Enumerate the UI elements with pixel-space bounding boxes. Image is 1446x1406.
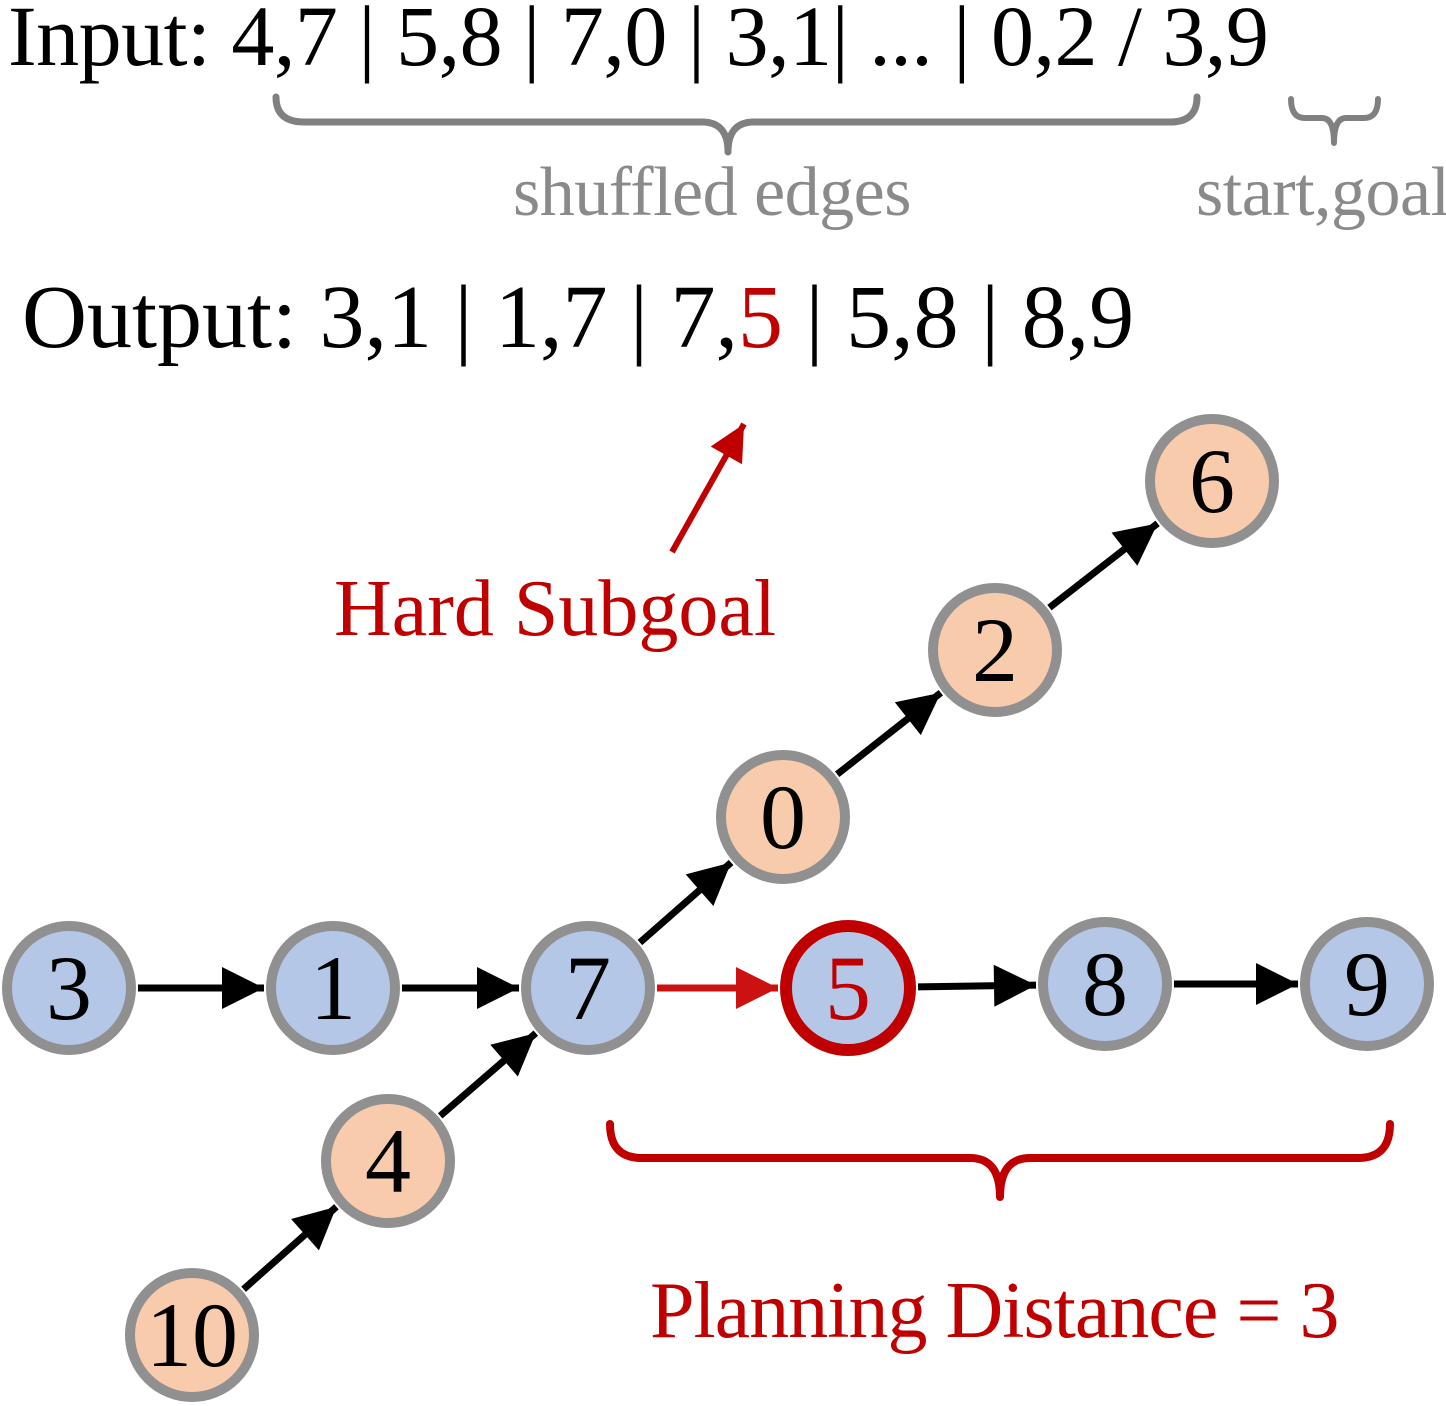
graph-node-1 <box>266 921 400 1055</box>
graph-node-label-10: 10 <box>146 1284 238 1386</box>
input-line: Input: 4,7 | 5,8 | 7,0 | 3,1| ... | 0,2 … <box>8 0 1269 84</box>
planning-distance-brace <box>606 1120 1394 1201</box>
graph-node-0 <box>716 750 850 884</box>
graph-node-3 <box>2 921 136 1055</box>
graph-node-6 <box>1145 414 1279 548</box>
graph-node-label-3: 3 <box>46 937 92 1039</box>
graph-node-label-0: 0 <box>760 766 806 868</box>
shuffled-edges-label: shuffled edges <box>513 154 912 231</box>
graph-node-7 <box>521 921 655 1055</box>
output-subgoal-value: 5 <box>738 268 784 367</box>
graph-node-8 <box>1038 917 1172 1051</box>
graph-node-2 <box>928 583 1062 717</box>
graph-node-9 <box>1300 917 1434 1051</box>
shuffled-edges-brace <box>272 93 1201 156</box>
graph-nodes: 3 1 7 5 8 9 0 2 6 4 10 <box>2 414 1434 1402</box>
output-prefix: Output: 3,1 | 1,7 | 7, <box>22 268 739 367</box>
graph-edge-4-7 <box>437 1030 539 1119</box>
output-suffix: | 5,8 | 8,9 <box>783 268 1135 367</box>
start-goal-brace <box>1288 96 1381 146</box>
graph-node-10 <box>125 1268 259 1402</box>
hard-subgoal-arrow <box>669 422 747 554</box>
graph-node-label-6: 6 <box>1189 430 1235 532</box>
graph-node-label-5: 5 <box>825 937 871 1039</box>
graph-edges <box>138 520 1298 1292</box>
graph-edge-5-8 <box>917 964 1037 1007</box>
graph-node-label-9: 9 <box>1344 933 1390 1035</box>
graph-edge-10-4 <box>241 1204 339 1292</box>
graph-edge-7-0 <box>637 859 734 946</box>
output-line: Output: 3,1 | 1,7 | 7,5 | 5,8 | 8,9 <box>22 273 1134 363</box>
graph-node-label-1: 1 <box>310 937 356 1039</box>
graph-edge-0-2 <box>835 689 943 778</box>
graph-node-label-2: 2 <box>972 599 1018 701</box>
start-goal-label: start,goal <box>1196 154 1446 231</box>
graph-node-label-7: 7 <box>565 937 611 1039</box>
graph-node-5 <box>780 920 916 1056</box>
hard-subgoal-label: Hard Subgoal <box>334 565 777 653</box>
graph-node-4 <box>321 1094 455 1228</box>
graph-node-label-4: 4 <box>365 1110 411 1212</box>
planning-distance-label: Planning Distance = 3 <box>650 1267 1339 1355</box>
graph-edge-2-6 <box>1047 520 1160 611</box>
graph-node-label-8: 8 <box>1082 933 1128 1035</box>
